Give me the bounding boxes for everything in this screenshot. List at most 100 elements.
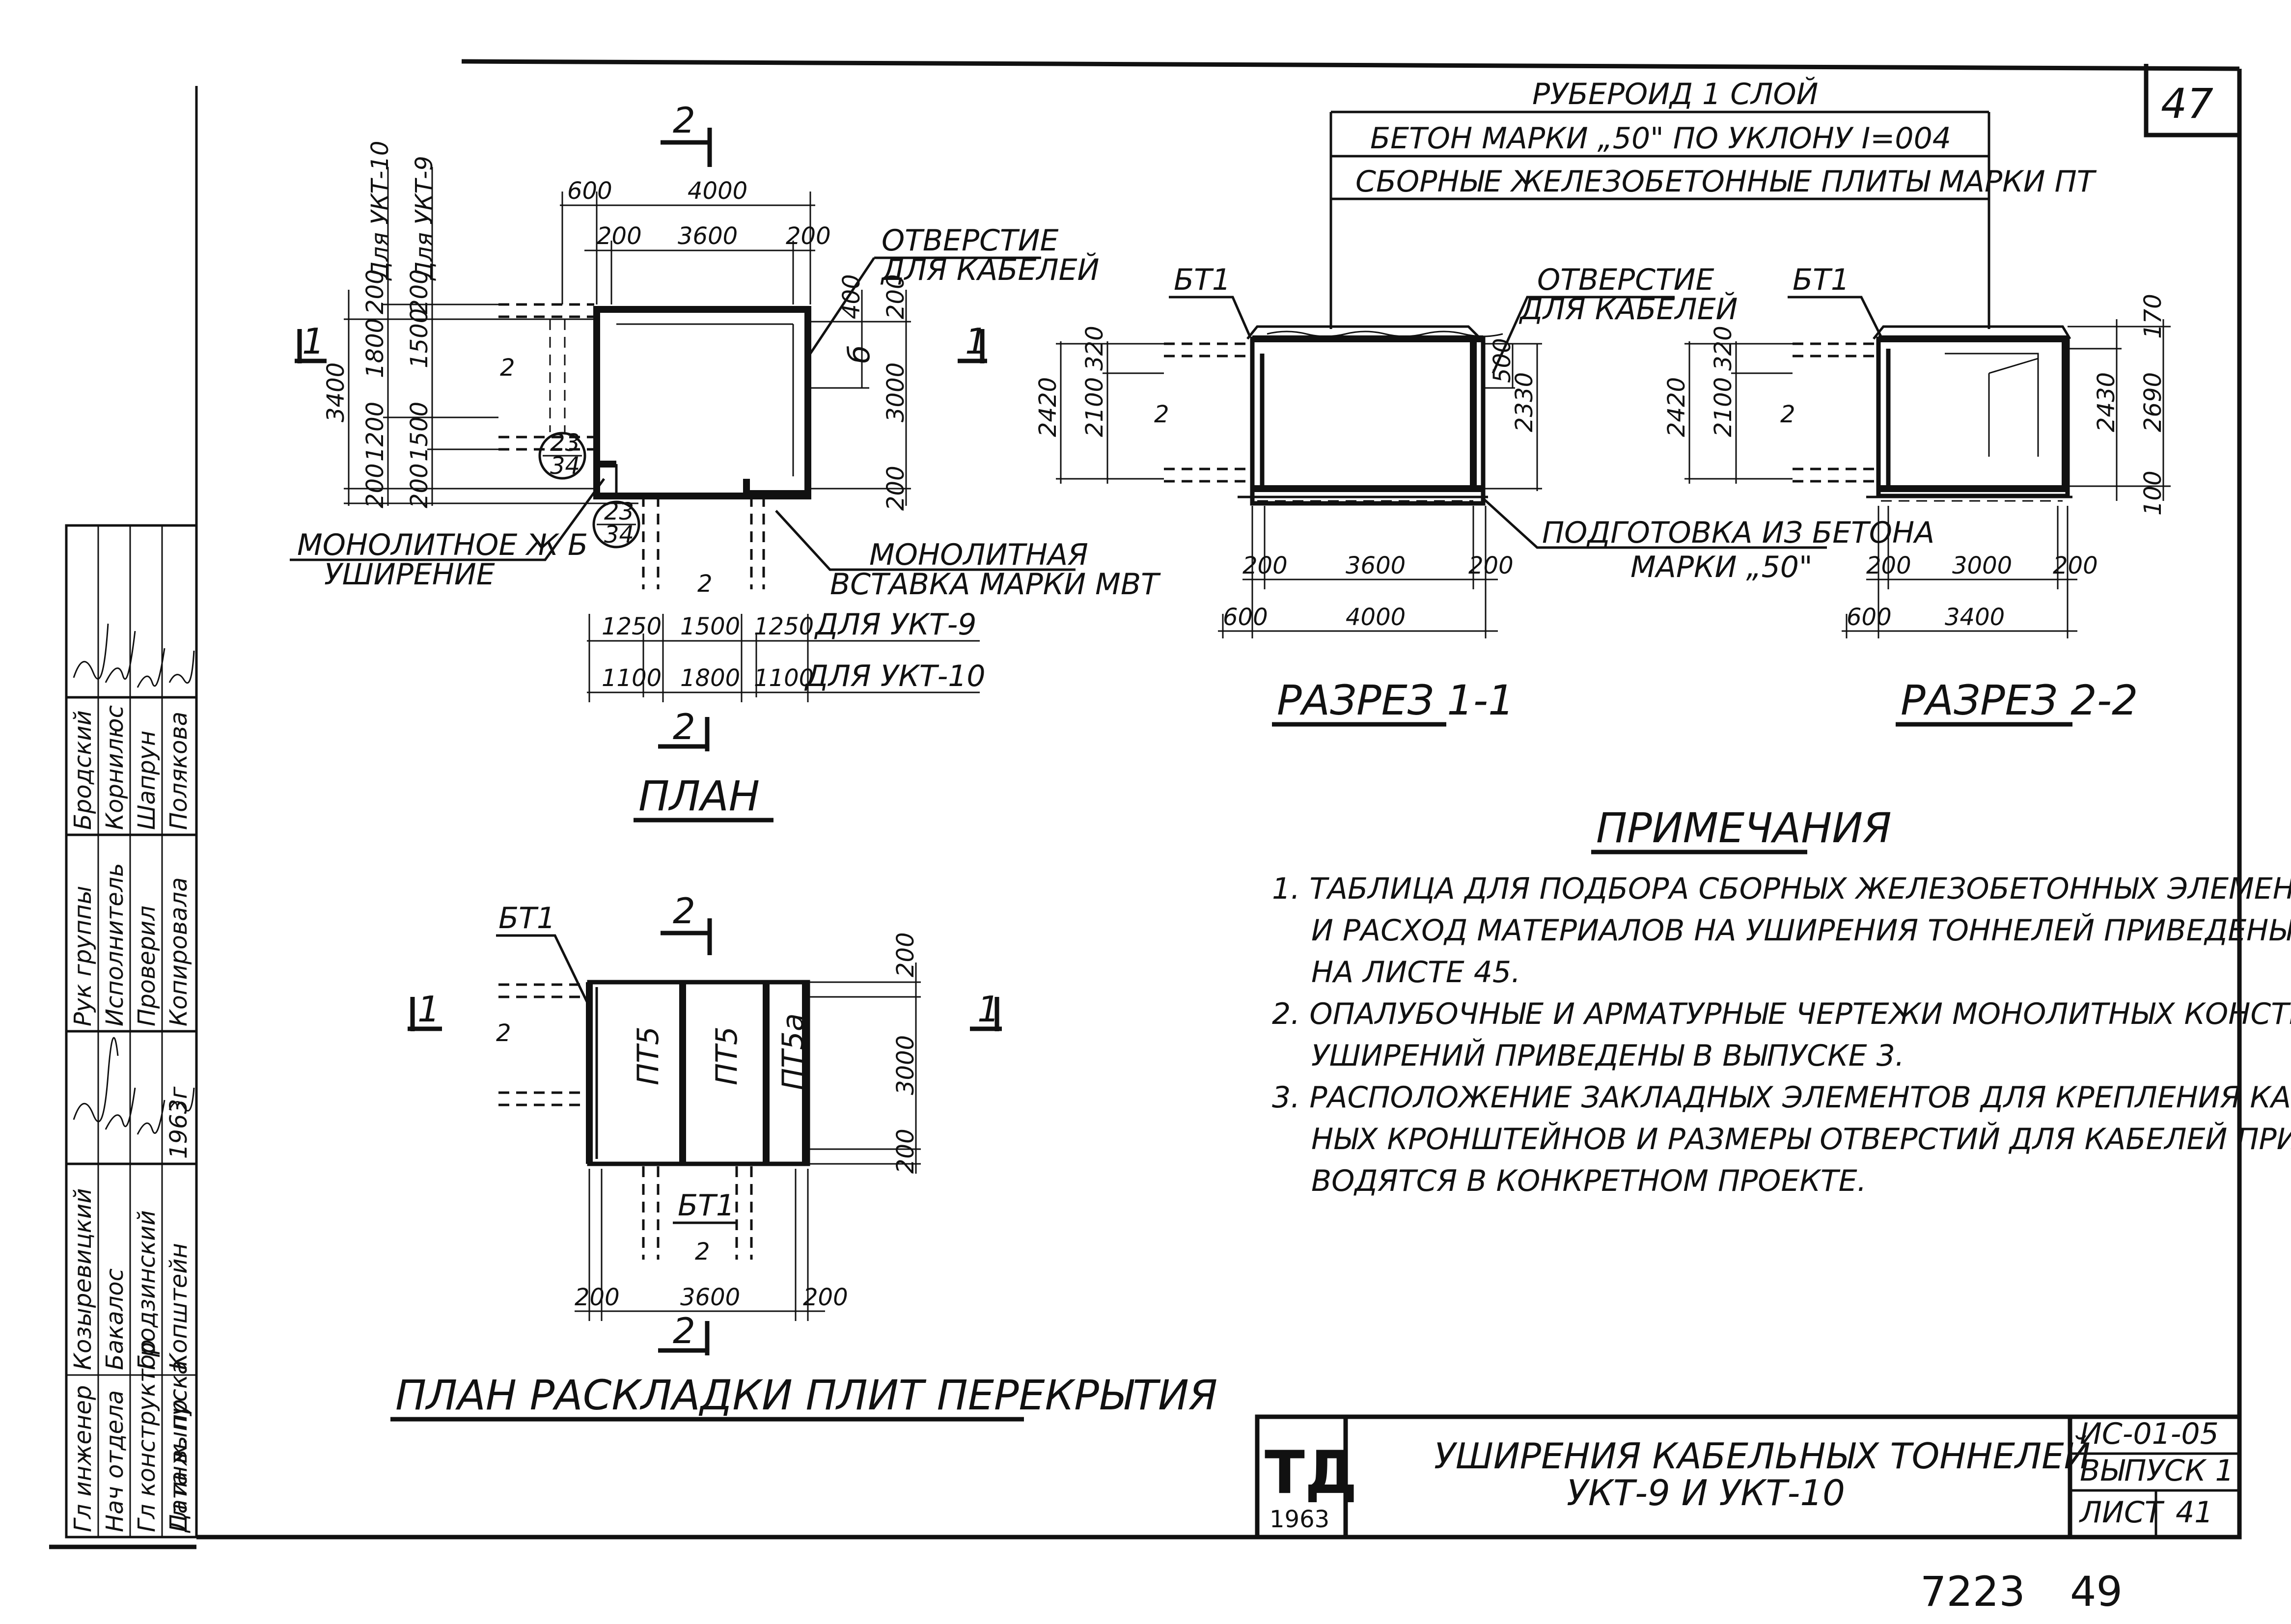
svg-text:1500: 1500	[680, 613, 740, 640]
plan-dim-600: 600	[567, 177, 612, 205]
svg-text:200: 200	[882, 274, 910, 319]
svg-text:4000: 4000	[1346, 604, 1406, 631]
plan-tunnel-stub-left: 2	[498, 303, 594, 451]
plan-dim-4000: 4000	[688, 177, 747, 205]
svg-text:3000: 3000	[1952, 552, 2012, 579]
page-number: 49	[2070, 1568, 2123, 1616]
layer-label-2: Бетон марки „50" по уклону i=004	[1370, 121, 1951, 156]
stamp2-role-1: Рук группы	[69, 886, 97, 1026]
plan-ref-circle-2: 23 34	[592, 498, 640, 549]
svg-text:2100: 2100	[1081, 377, 1108, 437]
stamp-name-4: Копштейн	[165, 1243, 193, 1370]
stamp2-name-3: Шапрун	[133, 731, 161, 830]
section22-bt1-label: БТ1	[1793, 263, 1849, 297]
svg-text:600: 600	[1223, 604, 1268, 631]
svg-text:23: 23	[604, 498, 634, 525]
note-line-5: уширений приведены в выпуске 3.	[1311, 1038, 1905, 1073]
stamp-name-1: Козыревицкий	[69, 1188, 97, 1370]
svg-text:1: 1	[417, 989, 440, 1030]
section22-title: Разрез 2-2	[1901, 676, 2138, 724]
svg-text:3400: 3400	[1945, 604, 2005, 631]
svg-text:2430: 2430	[2093, 372, 2120, 432]
svg-text:320: 320	[1081, 326, 1108, 371]
slab-bt1-label-top: БТ1	[498, 901, 555, 936]
svg-text:1: 1	[302, 321, 325, 362]
svg-text:200: 200	[2053, 552, 2098, 579]
svg-text:2: 2	[1154, 401, 1169, 428]
svg-text:200: 200	[892, 932, 919, 977]
stamp-role-2: Нач отдела	[101, 1390, 129, 1532]
svg-text:1200: 1200	[361, 402, 389, 462]
note-line-3: на листе 45.	[1311, 955, 1520, 990]
svg-text:100: 100	[2139, 470, 2167, 516]
svg-text:2: 2	[673, 706, 695, 747]
slab-label-2: ПТ5	[710, 1026, 744, 1085]
signature-stamp: Гл инженер Нач отдела Гл конструктор Гл …	[65, 524, 198, 1539]
svg-text:500: 500	[1489, 338, 1516, 383]
plan-dim-3600: 3600	[678, 222, 738, 250]
svg-text:3600: 3600	[1346, 552, 1406, 579]
svg-text:1250: 1250	[602, 613, 662, 640]
doc-code: ИС-01-05	[2080, 1417, 2219, 1451]
svg-text:3600: 3600	[680, 1284, 740, 1311]
svg-text:200: 200	[575, 1284, 620, 1311]
plan-insert-label-2: вставка марки МВТ	[830, 567, 1161, 602]
plan-monolith-label-2: уширение	[324, 557, 495, 592]
section11-bt1-label: БТ1	[1174, 263, 1231, 297]
plan-bottom-label-ukt9: Для УКТ-9	[814, 607, 976, 642]
plan-insert-label-1: Монолитная	[869, 538, 1088, 572]
svg-text:1250: 1250	[754, 613, 814, 640]
plan-label-ukt9: Для УКТ-9	[411, 156, 438, 281]
td-logo-year: 1963	[1270, 1506, 1329, 1533]
svg-text:б: б	[842, 345, 877, 363]
plan-monolith-label-1: Монолитное ж б	[297, 528, 588, 562]
stamp2-role-3: Проверил	[133, 906, 161, 1026]
plan-section-1-right: 1	[958, 321, 988, 363]
slab-bt1-label-bottom: БТ1	[678, 1188, 735, 1223]
slab-label-1: ПТ5	[631, 1026, 665, 1085]
svg-text:170: 170	[2139, 294, 2167, 339]
section11-prep-label-1: Подготовка из бетона	[1542, 516, 1934, 550]
svg-text:1800: 1800	[361, 318, 389, 378]
svg-text:2: 2	[500, 354, 515, 382]
svg-text:34: 34	[604, 521, 634, 549]
section-1-1: Рубероид 1 слой Бетон марки „50" по укло…	[1034, 77, 2097, 727]
plan-tunnel-stub-bottom: 2	[642, 496, 765, 598]
svg-text:2: 2	[673, 100, 695, 141]
layer-label-3: Сборные железобетонные плиты марки ПТ	[1355, 165, 2097, 199]
archive-number: 7223	[1920, 1568, 2025, 1616]
svg-text:400: 400	[838, 274, 865, 319]
stamp-name-3: Гродзинский	[133, 1210, 161, 1370]
slab-layout-plan: ПТ5 ПТ5 ПТ5а 2 2 БТ1 БТ1 2 2 1 1	[390, 890, 1217, 1422]
svg-text:200: 200	[1468, 552, 1514, 579]
plan-ref-circle-1: 23 34	[538, 429, 586, 480]
svg-text:1500: 1500	[406, 402, 433, 462]
doc-issue: Выпуск 1	[2080, 1454, 2234, 1488]
title-line-2: УКТ-9 и УКТ-10	[1567, 1472, 1845, 1514]
sheet-label: Лист	[2079, 1495, 2165, 1530]
svg-text:23: 23	[550, 429, 580, 457]
stamp-role-5: Дата выпуска	[165, 1360, 193, 1533]
section-2-2: 2 2420 2100 320 170 2430 2690 100 БТ1	[1663, 263, 2171, 727]
svg-text:3000: 3000	[882, 362, 910, 422]
title-line-1: Уширения кабельных тоннелей	[1434, 1435, 2091, 1477]
stamp-date: 1963г	[165, 1086, 193, 1159]
plan-dim-200a: 200	[597, 222, 642, 250]
svg-text:1100: 1100	[602, 664, 662, 692]
svg-text:200: 200	[803, 1284, 848, 1311]
svg-text:200: 200	[1242, 552, 1288, 579]
td-logo-text: ТД	[1265, 1439, 1357, 1507]
svg-text:200: 200	[406, 269, 433, 314]
plan-bottom-label-ukt10: Для УКТ-10	[804, 659, 986, 693]
stamp2-role-4: Копировала	[165, 877, 193, 1026]
note-line-7: ных кронштейнов и размеры отверстий для …	[1311, 1122, 2291, 1156]
svg-text:2: 2	[673, 890, 695, 932]
svg-text:2420: 2420	[1663, 377, 1690, 437]
stamp-role-1: Гл инженер	[69, 1385, 97, 1532]
svg-text:1800: 1800	[680, 664, 740, 692]
plan-hole-label-1: Отверстие	[882, 223, 1059, 258]
notes-block: Примечания 1. Таблица для подбора сборны…	[1272, 804, 2291, 1198]
svg-text:200: 200	[1866, 552, 1911, 579]
plan-section-2-top: 2	[661, 100, 712, 167]
td-logo: ТД 1963	[1265, 1439, 1357, 1533]
